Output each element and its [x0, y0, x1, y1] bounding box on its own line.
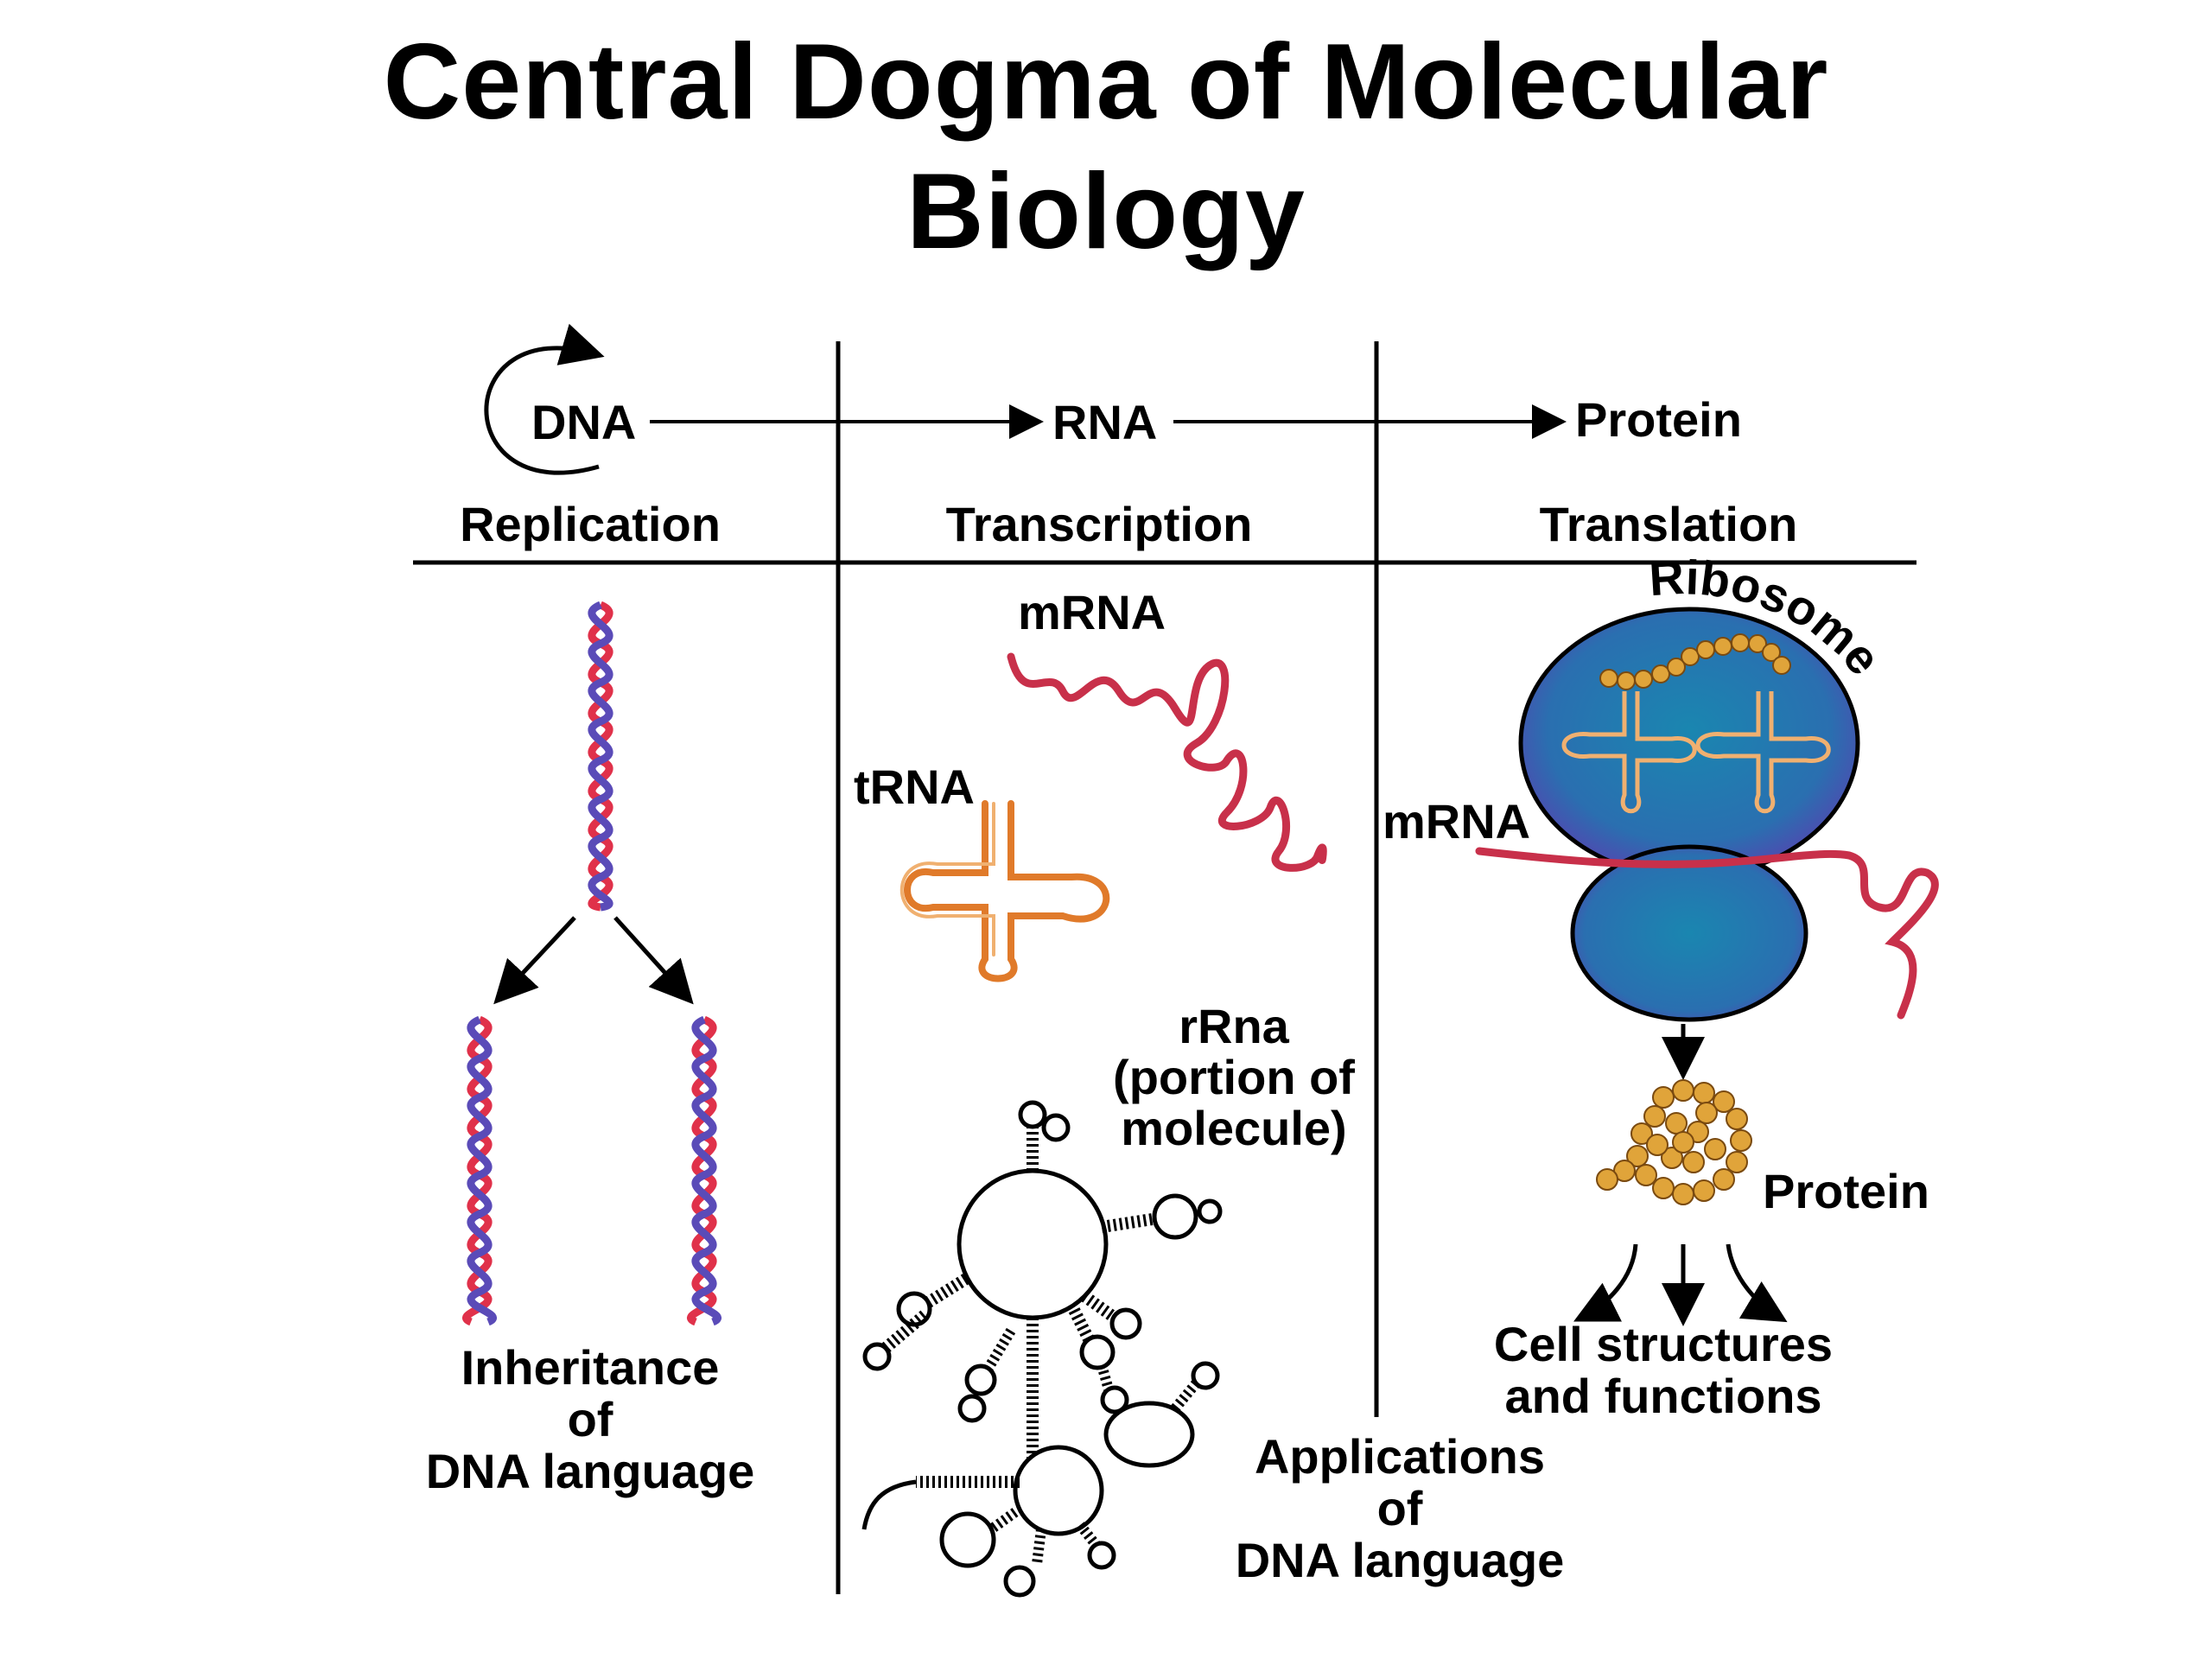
- rrna-molecule: [861, 1100, 1223, 1598]
- dna-helix-parent: [588, 601, 613, 912]
- page-title: Central Dogma of Molecular Biology: [0, 17, 2212, 276]
- folded-protein: [1596, 1079, 1752, 1205]
- replication-label: Replication: [460, 497, 721, 551]
- rrna-label-line-3: molecule): [1121, 1101, 1346, 1155]
- inheritance-caption-line-1: Inheritance: [461, 1340, 720, 1395]
- dna-helix-daughter-left: [461, 1015, 498, 1326]
- trna-molecule: [899, 800, 1110, 982]
- arrow-protein-right: [1726, 1243, 1788, 1323]
- rrna-label-line-1: rRna: [1179, 999, 1289, 1053]
- replication-loop-arrow: [484, 323, 605, 475]
- mrna-label-translation: mRNA: [1382, 794, 1530, 849]
- mrna-strand-transcription: [1007, 652, 1327, 872]
- transcription-label: Transcription: [946, 497, 1253, 551]
- inheritance-caption-line-3: DNA language: [426, 1444, 755, 1498]
- translation-label: Translation: [1540, 497, 1798, 551]
- trna-label: tRNA: [854, 760, 975, 814]
- ribosome-small-subunit: [1570, 844, 1808, 1022]
- applications-caption-line-2: of: [1377, 1481, 1423, 1535]
- arrow-protein-left: [1573, 1243, 1638, 1322]
- applications-caption-line-3: DNA language: [1236, 1533, 1565, 1587]
- inheritance-caption-line-2: of: [568, 1392, 613, 1446]
- rrna-label-line-2: (portion of: [1113, 1050, 1355, 1104]
- title-line-1: Central Dogma of Molecular: [383, 22, 1829, 142]
- ribosome: [1518, 607, 1860, 1022]
- protein-label-translation: Protein: [1763, 1164, 1929, 1218]
- growing-peptide-chain: [1599, 633, 1791, 690]
- protein-label: Protein: [1575, 392, 1742, 447]
- cell-structures-line-2: and functions: [1504, 1369, 1821, 1423]
- cell-structures-line-1: Cell structures: [1494, 1317, 1833, 1371]
- mrna-strand-translation: [1475, 847, 1939, 1020]
- applications-caption-line-1: Applications: [1255, 1429, 1545, 1484]
- split-arrow-left: [493, 916, 576, 1005]
- split-arrow-right: [613, 916, 694, 1005]
- dna-helix-daughter-right: [686, 1015, 722, 1326]
- rna-label: RNA: [1052, 395, 1157, 449]
- mrna-label-transcription: mRNA: [1018, 585, 1166, 639]
- title-line-2: Biology: [906, 152, 1306, 271]
- dna-label: DNA: [531, 395, 636, 449]
